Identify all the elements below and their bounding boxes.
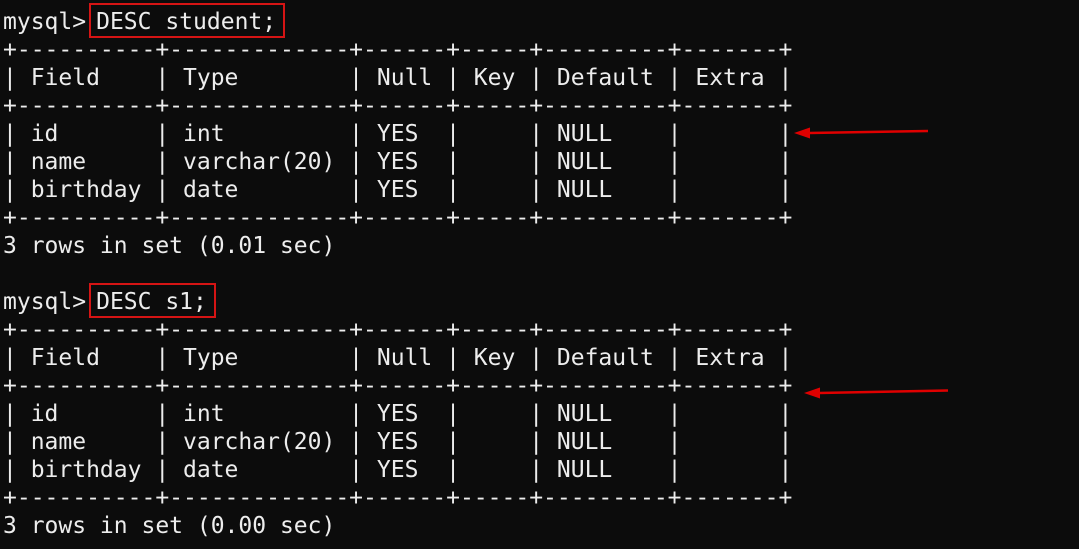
red-left-arrow-1 [794,127,929,139]
result-table-student: +----------+-------------+------+-----+-… [3,37,793,231]
mysql-prompt: mysql> [3,9,87,35]
red-left-arrow-2 [804,387,949,399]
prompt-line-1: mysql> DESC student; [3,8,1079,36]
command-text-1: DESC student; [96,9,277,35]
command-highlight-box-2: DESC s1; [96,289,207,315]
command-block-student: mysql> DESC student; +----------+--------… [3,8,1079,260]
arrow-shaft [818,389,949,395]
prompt-line-2: mysql> DESC s1; [3,288,1079,316]
arrow-shaft [808,129,929,135]
left-arrowhead-icon [804,387,820,399]
command-highlight-box-1: DESC student; [96,9,276,35]
left-arrowhead-icon [794,127,810,139]
command-block-s1: mysql> DESC s1; +----------+-------------… [3,288,1079,540]
status-line-1: 3 rows in set (0.01 sec) [3,233,336,259]
result-table-s1: +----------+-------------+------+-----+-… [3,317,793,511]
status-line-2: 3 rows in set (0.00 sec) [3,513,336,539]
mysql-prompt: mysql> [3,289,87,315]
command-text-2: DESC s1; [96,289,207,315]
